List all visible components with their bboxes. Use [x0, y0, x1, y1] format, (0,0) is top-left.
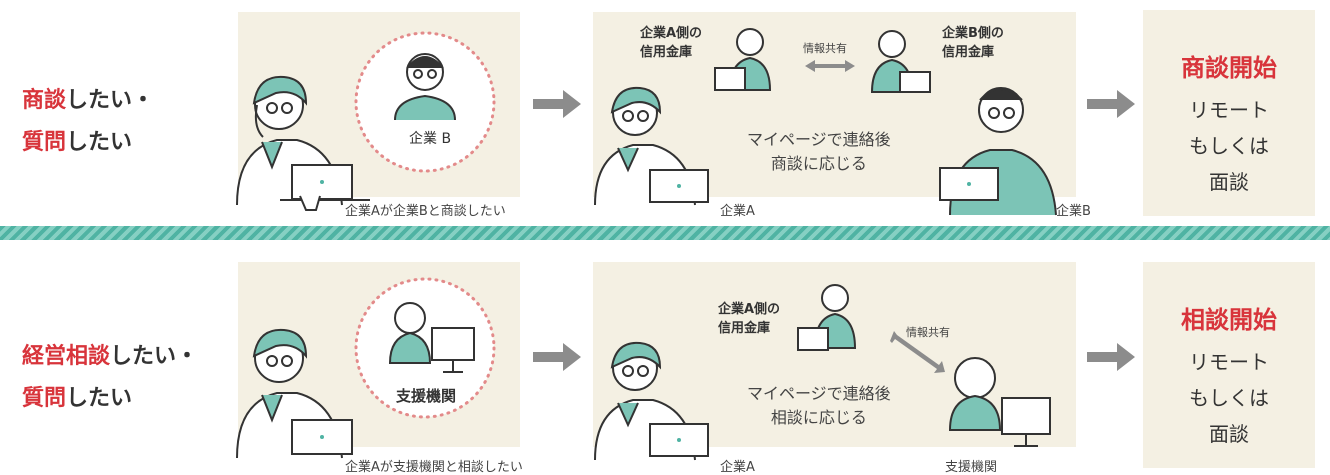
row2-lead-text: 経営相談したい・ 質問したい: [22, 336, 198, 420]
result-line: リモート: [1189, 98, 1269, 122]
lead-text: したい・: [66, 88, 155, 113]
result-box: 商談開始 リモート もしくは 面談: [1143, 10, 1315, 216]
support-org-label: 支援機関: [945, 460, 998, 475]
panel-caption: 企業Aが支援機関と相談したい: [345, 460, 523, 475]
person-laptop-icon: [939, 87, 1057, 216]
banker-icon: [797, 284, 857, 351]
lead-text: したい: [66, 386, 133, 411]
section-divider: [0, 226, 1330, 240]
result-line: 面談: [1209, 422, 1249, 446]
banker-icon: [870, 30, 931, 93]
lead-text: したい: [66, 130, 133, 155]
monitor-icon: [1001, 397, 1051, 447]
monitor-icon: [431, 327, 475, 373]
banker-icon: [948, 357, 1002, 431]
circle-label: 支援機関: [396, 387, 457, 405]
panel-caption: 企業Aが企業Bと商談したい: [345, 204, 506, 219]
lead-highlight: 商談: [22, 88, 67, 113]
flow-arrow-icon: [533, 90, 581, 118]
contact-description: マイページで連絡後商談に応じる: [747, 130, 891, 173]
lead-highlight: 質問: [22, 130, 67, 155]
consultation-row: 経営相談したい・ 質問したい 支援機関 企業Aが支援機関と相談したい 企業A側の…: [0, 248, 1330, 475]
flow-arrow-icon: [1087, 343, 1135, 371]
company-b-label: 企業B: [1056, 204, 1091, 219]
contact-illustration: [594, 284, 1051, 461]
bank-b-label: 企業B側の信用金庫: [942, 26, 1004, 60]
business-talk-row: 商談したい・ 質問したい 企業 B 企業Aが企業Bと商談したい: [0, 0, 1330, 220]
result-line: 面談: [1209, 170, 1249, 194]
flow-arrow-icon: [1087, 90, 1135, 118]
result-box: 相談開始 リモート もしくは 面談: [1143, 262, 1315, 468]
company-a-label: 企業A: [720, 204, 755, 219]
share-label: 情報共有: [803, 42, 847, 55]
contact-illustration: [594, 28, 1057, 216]
person-laptop-icon: [236, 75, 370, 211]
lead-highlight: 経営相談: [22, 344, 111, 369]
person-laptop-icon: [594, 86, 709, 206]
bank-a-label: 企業A側の信用金庫: [718, 302, 781, 336]
exchange-arrow-icon: [805, 60, 855, 72]
result-line: もしくは: [1189, 386, 1269, 410]
share-label: 情報共有: [906, 326, 950, 339]
person-laptop-icon: [236, 328, 353, 459]
contact-description: マイページで連絡後相談に応じる: [747, 384, 891, 427]
result-title: 商談開始: [1181, 54, 1277, 82]
request-illustration: [236, 31, 496, 211]
exchange-arrow-icon: [890, 331, 945, 373]
person-laptop-icon: [594, 341, 709, 461]
businessman-icon: [394, 53, 456, 121]
request-illustration: [236, 277, 496, 459]
banker-icon: [714, 28, 772, 91]
circle-label: 企業 B: [409, 131, 452, 147]
row1-lead-text: 商談したい・ 質問したい: [22, 80, 154, 164]
result-line: もしくは: [1189, 134, 1269, 158]
result-title: 相談開始: [1181, 306, 1277, 334]
banker-icon: [388, 302, 432, 364]
company-a-label: 企業A: [720, 460, 755, 475]
flow-arrow-icon: [533, 343, 581, 371]
result-line: リモート: [1189, 350, 1269, 374]
lead-text: したい・: [110, 344, 199, 369]
bank-a-label: 企業A側の信用金庫: [640, 26, 703, 60]
lead-highlight: 質問: [22, 386, 67, 411]
